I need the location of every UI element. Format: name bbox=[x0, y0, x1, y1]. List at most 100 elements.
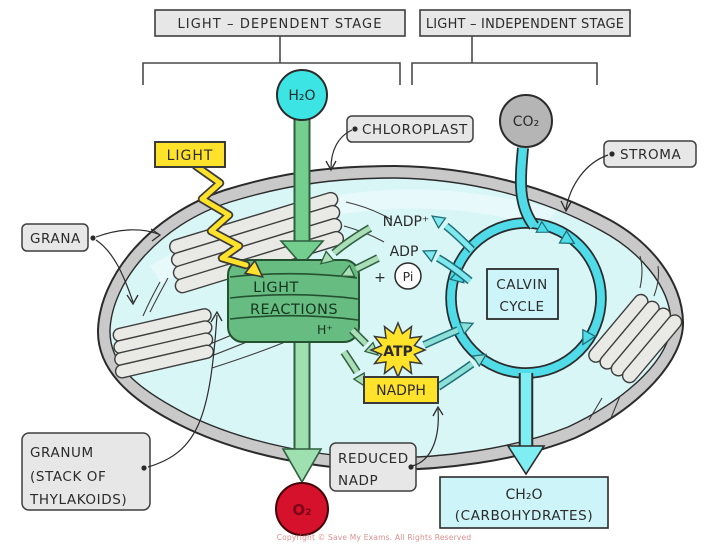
lamella-line bbox=[610, 395, 621, 419]
nadp-plus-label: NADP⁺ bbox=[383, 214, 430, 230]
water-circle-shape bbox=[276, 69, 328, 121]
nadph-to-calvin-core bbox=[436, 361, 474, 390]
reduced-nadp-connector-head bbox=[432, 405, 444, 417]
calvin-box-shape bbox=[486, 268, 559, 320]
calvin-label-line2: CYCLE bbox=[499, 299, 544, 315]
carbohydrates-box-shape bbox=[439, 476, 609, 529]
adp-label: ADP bbox=[390, 244, 419, 260]
stack-ridge bbox=[229, 293, 359, 300]
water-label: H₂O bbox=[288, 88, 315, 104]
arrow-head bbox=[281, 448, 323, 484]
granum-label-line3: THYLAKOIDS) bbox=[29, 492, 127, 508]
plus-sign: + bbox=[374, 270, 386, 286]
reduced-nadp-label-line2: NADP bbox=[338, 473, 378, 489]
chloroplast-tag-dot bbox=[352, 126, 358, 132]
light-reactions-stack: LIGHT REACTIONS H⁺ bbox=[227, 259, 360, 343]
water-circle: H₂O bbox=[276, 69, 328, 121]
stroma-label: STROMA bbox=[620, 147, 681, 163]
stack-to-nadph-core bbox=[341, 350, 360, 374]
light-reactions-label-line1: LIGHT bbox=[253, 280, 299, 296]
nadph-box-shape bbox=[363, 376, 439, 404]
light-reactions-label-line2: REACTIONS bbox=[250, 302, 338, 318]
stroma-connector-head bbox=[560, 200, 572, 213]
grana-tag-shape bbox=[21, 223, 89, 252]
arrow-head bbox=[430, 215, 447, 230]
stroma-tag-dot bbox=[609, 151, 615, 157]
ch2o-label: CH₂O bbox=[506, 487, 543, 503]
cycle-small-arrows bbox=[319, 215, 488, 391]
chloroplast-connector-head bbox=[325, 160, 337, 172]
copyright-text: Copyright © Save My Exams. All Rights Re… bbox=[277, 533, 472, 542]
nadph-box: NADPH bbox=[363, 376, 439, 404]
atp-label: ATP bbox=[383, 344, 413, 360]
granum-connector-head bbox=[210, 310, 223, 323]
lamella-line bbox=[588, 397, 603, 421]
pi-label: Pi bbox=[403, 269, 414, 284]
arrow-head bbox=[471, 353, 488, 368]
oxygen-flow-arrow bbox=[281, 335, 323, 484]
light-zigzag-arrow bbox=[191, 161, 265, 278]
co2-circle: CO₂ bbox=[499, 94, 553, 148]
arrow-head bbox=[279, 240, 325, 267]
granum-tag-dot bbox=[141, 465, 147, 471]
ring-arrow-head bbox=[582, 328, 597, 346]
oxygen-label: O₂ bbox=[292, 501, 311, 519]
carbohydrate-output-arrow bbox=[506, 373, 546, 476]
ring-arrow-head bbox=[558, 229, 576, 245]
lamella-line bbox=[149, 277, 169, 313]
arrow-head bbox=[319, 250, 336, 265]
light-independent-bracket bbox=[411, 36, 598, 85]
atp-starburst: ATP bbox=[369, 321, 427, 379]
nadp-to-stack-core bbox=[332, 225, 372, 255]
calvin-label-line1: CALVIN bbox=[496, 277, 548, 293]
nadph-label: NADPH bbox=[376, 383, 426, 399]
lamella-line bbox=[142, 281, 161, 317]
light-dependent-bracket bbox=[142, 36, 401, 85]
reduced-nadp-label-line1: REDUCED bbox=[338, 451, 409, 467]
light-independent-header: LIGHT – INDEPENDENT STAGE bbox=[426, 17, 624, 32]
lamella-line bbox=[639, 255, 643, 289]
thylakoid-pill bbox=[621, 314, 683, 384]
lamella-line bbox=[653, 265, 660, 297]
granum-connector bbox=[147, 314, 218, 468]
stroma-connector bbox=[565, 154, 609, 210]
granum-label-line2: (STACK OF bbox=[30, 469, 106, 485]
grana-connector-lower bbox=[95, 239, 134, 303]
chloroplast-tag-shape bbox=[346, 115, 474, 143]
granum-label-line1: GRANUM bbox=[30, 445, 94, 461]
grana-tag-dot bbox=[90, 235, 96, 241]
hydrogen-ion-label: H⁺ bbox=[317, 322, 333, 337]
light-dependent-header-box bbox=[154, 9, 406, 37]
granum-tag-shape bbox=[21, 432, 151, 511]
light-reactions-body bbox=[227, 259, 360, 343]
carbohydrates-label: (CARBOHYDRATES) bbox=[455, 508, 593, 524]
thylakoid-pill bbox=[114, 344, 215, 379]
chloroplast-connector bbox=[330, 129, 353, 169]
arrow-head bbox=[458, 321, 475, 335]
zigzag-arrow-head bbox=[243, 259, 265, 278]
reduced-nadp-tag-shape bbox=[329, 442, 417, 492]
stack-ridge bbox=[229, 314, 359, 321]
light-dependent-header: LIGHT – DEPENDENT STAGE bbox=[177, 17, 382, 32]
chloroplast-label: CHLOROPLAST bbox=[362, 122, 468, 138]
light-label: LIGHT bbox=[167, 148, 214, 164]
oxygen-circle-shape bbox=[275, 482, 329, 536]
water-flow-arrow bbox=[279, 118, 325, 267]
stage-headers: LIGHT – DEPENDENT STAGE LIGHT – INDEPEND… bbox=[142, 9, 631, 85]
carbohydrates-box: CH₂O (CARBOHYDRATES) bbox=[439, 476, 609, 529]
light-independent-header-box bbox=[419, 9, 631, 37]
arrow-head bbox=[506, 445, 546, 476]
grana-connector-upper-head bbox=[150, 228, 162, 242]
calvin-to-nadp-core bbox=[444, 224, 474, 252]
reduced-nadp-connector bbox=[411, 408, 439, 467]
calvin-to-adp-core bbox=[436, 255, 472, 283]
granum-stack-right bbox=[588, 293, 683, 384]
adp-to-stack-core bbox=[354, 255, 380, 272]
co2-label: CO₂ bbox=[513, 114, 539, 130]
tube-arrow-head bbox=[535, 220, 550, 233]
oxygen-circle: O₂ bbox=[275, 482, 329, 536]
co2-inflow-tube bbox=[514, 147, 550, 233]
pi-circle bbox=[394, 262, 422, 290]
